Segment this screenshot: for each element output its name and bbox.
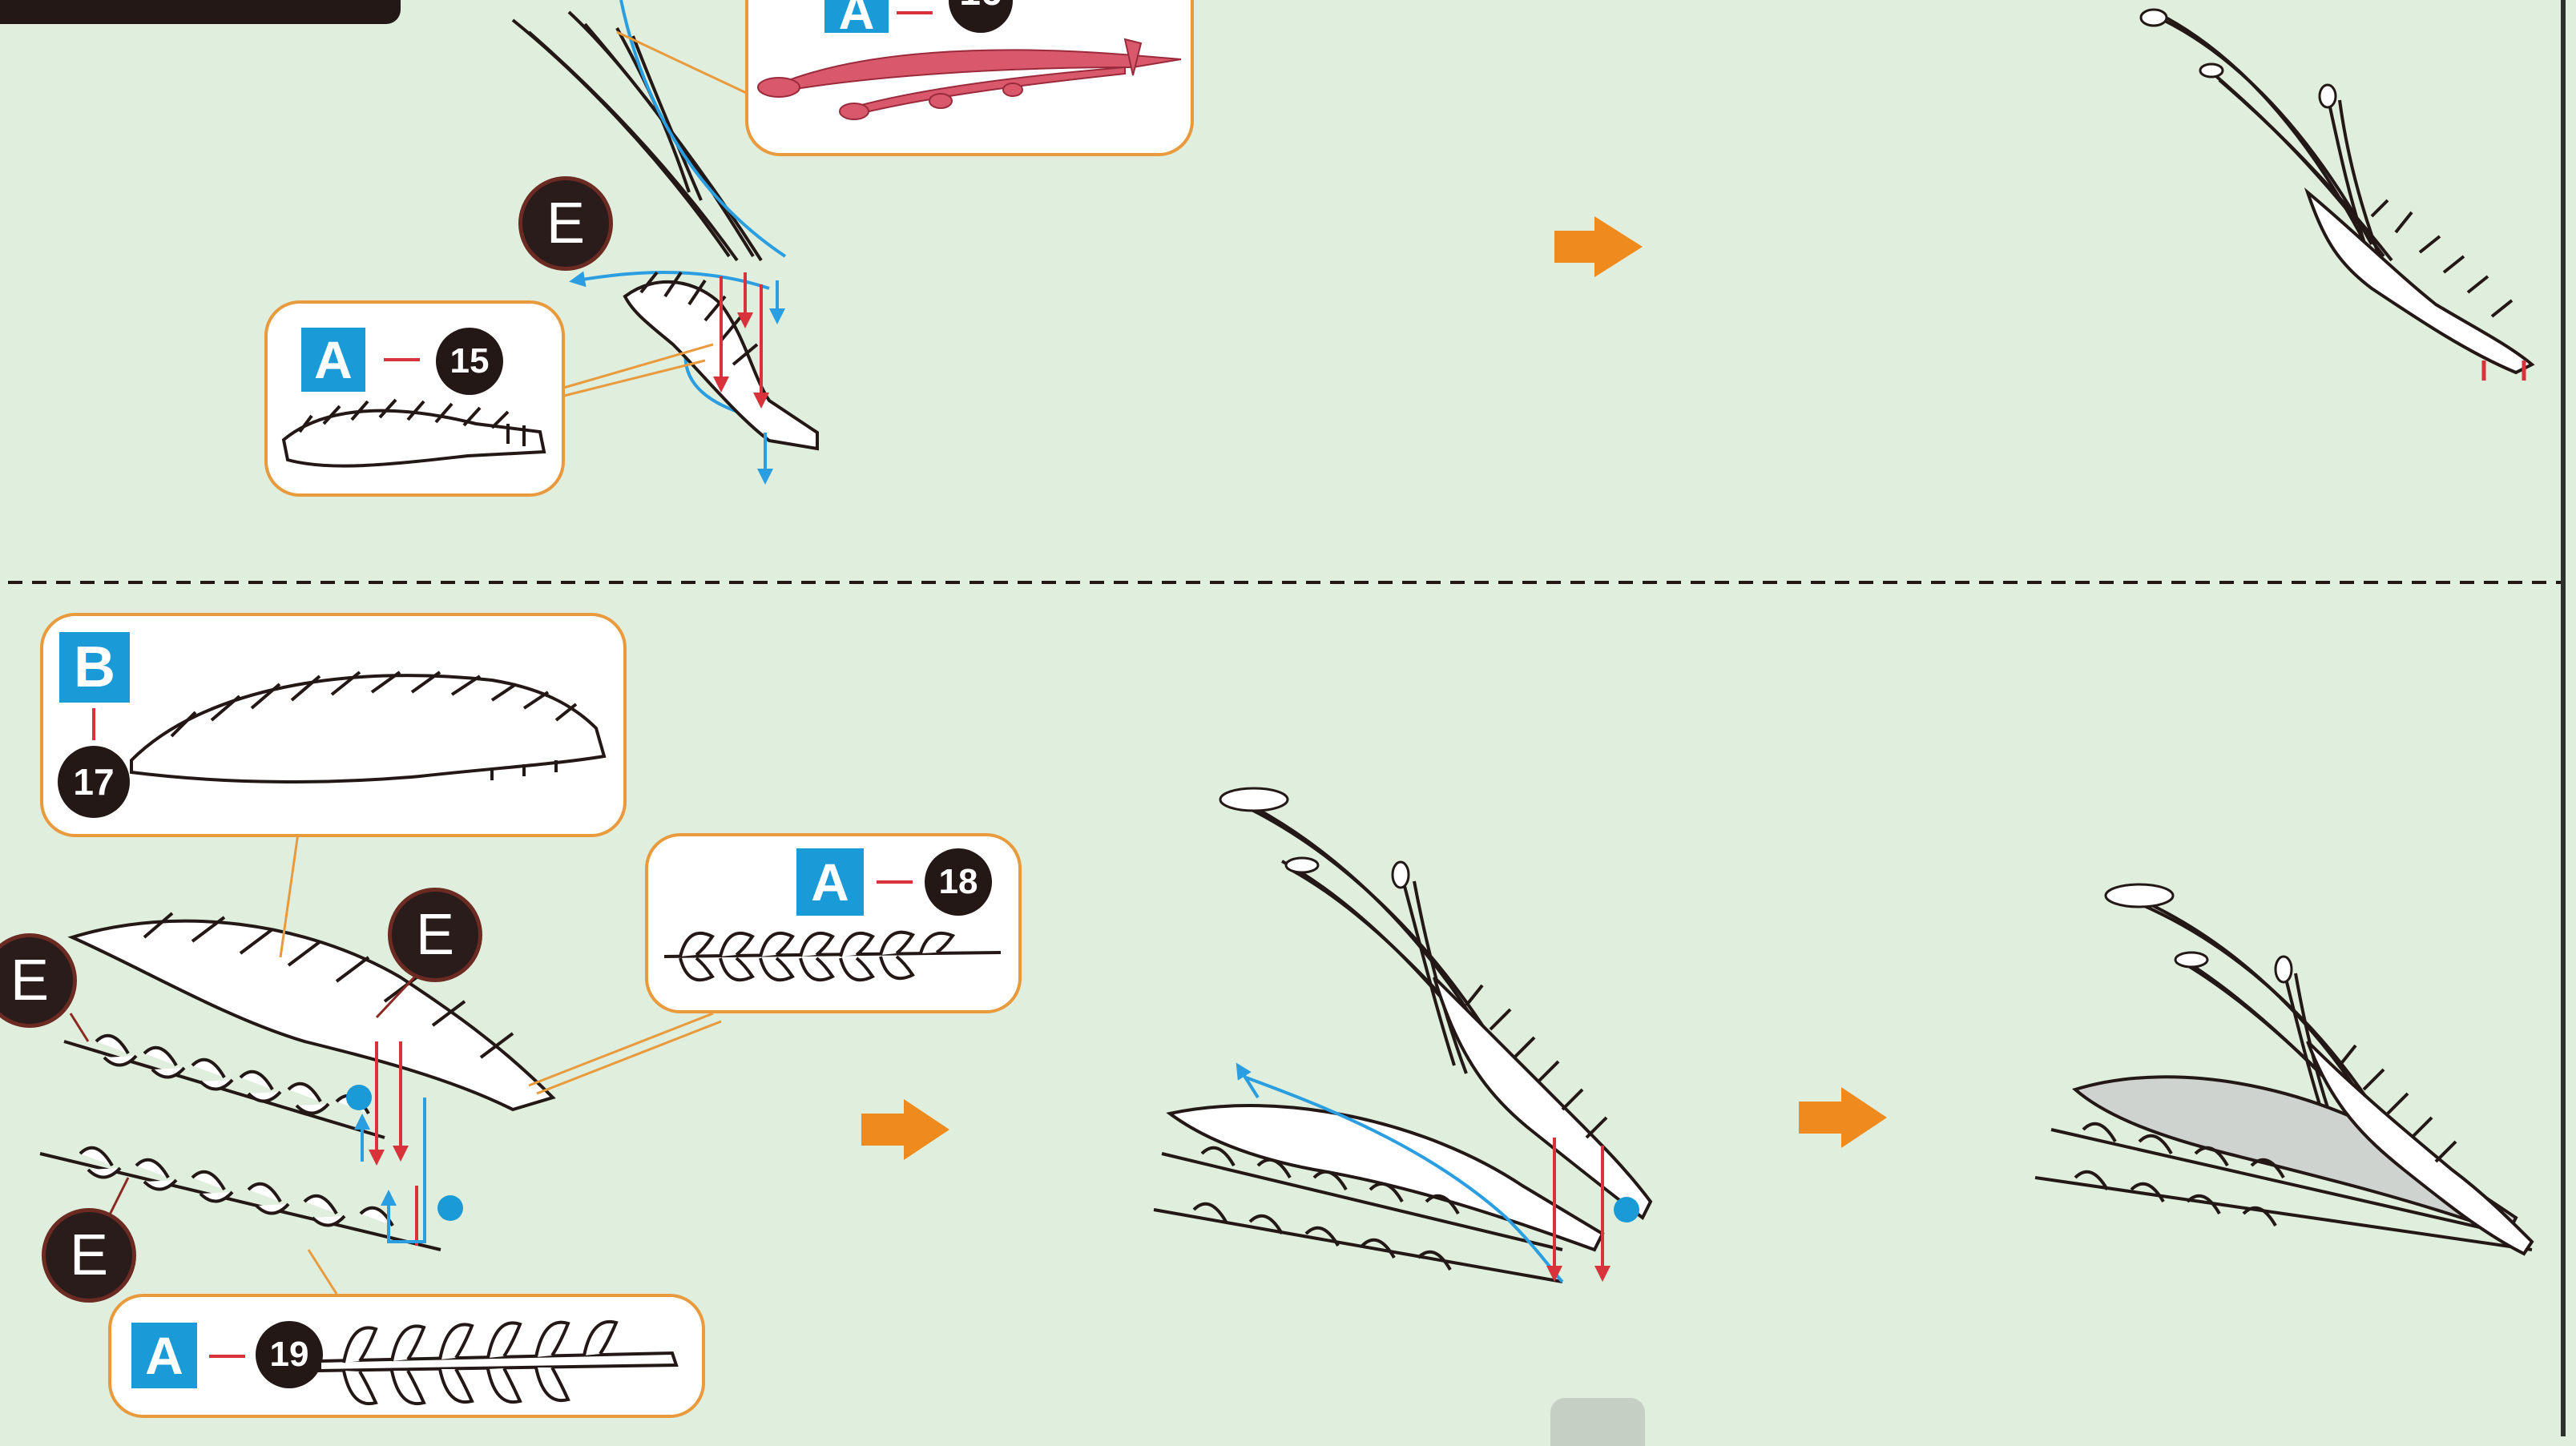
leaf-part-drawing: [111, 1297, 708, 1421]
callout-fern-part: A 18: [645, 833, 1022, 1013]
glue-marker-e-top: E: [518, 176, 613, 271]
fern-part-drawing: [648, 836, 1025, 1017]
step-arrow-bottom-left: [861, 1099, 949, 1160]
top-left-blue-down: [765, 280, 777, 477]
glue-marker-e-middle: E: [388, 888, 482, 982]
step-arrow-top: [1554, 216, 1643, 277]
bottom-right-completed: [2035, 889, 2532, 1254]
glue-marker-e-bottom: E: [42, 1208, 136, 1303]
attach-dot-3: [1614, 1197, 1639, 1222]
page-edge-border: [2561, 0, 2566, 1436]
callout-wing-part-top: A 15: [264, 300, 565, 497]
step-arrow-bottom-right: [1799, 1087, 1887, 1148]
callout-stamen-part: A 16: [745, 0, 1194, 156]
callout-wing-part-bottom: B 17: [40, 613, 627, 837]
attach-dot-1: [346, 1085, 372, 1110]
page-bottom-tab: [1550, 1398, 1645, 1446]
stamen-part-drawing: [748, 0, 1197, 159]
wing-part-drawing: [268, 304, 568, 500]
wing-large-part-drawing: [43, 616, 630, 840]
attach-dot-2: [437, 1195, 463, 1221]
callout-leaf-part: A 19: [108, 1294, 705, 1418]
